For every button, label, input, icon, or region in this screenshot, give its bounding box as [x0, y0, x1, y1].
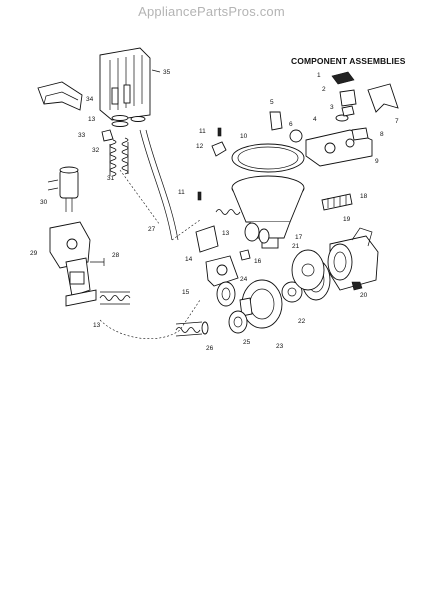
part-34-cover	[37, 81, 83, 111]
callout-11-top: 11	[199, 128, 206, 135]
callout-4: 4	[313, 116, 317, 123]
callout-10: 10	[240, 133, 248, 140]
callout-33: 33	[78, 132, 86, 139]
callout-9: 9	[375, 158, 379, 165]
callout-15: 15	[182, 289, 190, 296]
callout-13-bottom: 13	[93, 322, 101, 329]
callout-18: 18	[360, 193, 368, 200]
callout-13-center: 13	[222, 230, 230, 237]
callout-14: 14	[185, 256, 193, 263]
part-15-16-pump-parts	[205, 249, 251, 287]
watermark: AppliancePartsPros.com	[138, 4, 285, 19]
callout-11-mid: 11	[178, 189, 185, 196]
callout-27: 27	[148, 226, 156, 233]
callout-20: 20	[360, 292, 368, 299]
callout-29: 29	[30, 250, 38, 257]
callout-19: 19	[343, 216, 351, 223]
part-29-valve-body	[49, 221, 97, 307]
part-25-seal	[228, 310, 248, 334]
callout-7: 7	[395, 118, 399, 125]
callout-30: 30	[40, 199, 48, 206]
callout-16: 16	[254, 258, 262, 265]
part-13-orings	[111, 115, 146, 127]
callout-6: 6	[289, 121, 293, 128]
callout-3: 3	[330, 104, 334, 111]
part-19-motor	[327, 227, 379, 291]
callout-5: 5	[270, 99, 274, 106]
part-35-vent-cover	[99, 47, 161, 121]
callout-25: 25	[243, 339, 251, 346]
callout-34: 34	[86, 96, 94, 103]
part-20-nut	[351, 281, 363, 291]
part-24-coupling	[216, 281, 236, 307]
callout-2: 2	[322, 86, 326, 93]
part-27-tube	[139, 129, 173, 241]
part-13-center-fittings	[195, 209, 270, 253]
callout-24: 24	[240, 276, 248, 283]
part-26-hose	[175, 321, 209, 337]
part-21-housing-plate	[291, 249, 325, 291]
callout-23: 23	[276, 343, 284, 350]
part-30-valve	[47, 166, 79, 212]
callout-32: 32	[92, 147, 100, 154]
callout-31: 31	[107, 175, 115, 182]
callout-22: 22	[298, 318, 306, 325]
callout-1: 1	[317, 72, 321, 79]
callout-13-top: 13	[88, 116, 96, 123]
diagram-heading: COMPONENT ASSEMBLIES	[291, 56, 406, 66]
part-1-3-small-parts	[331, 71, 399, 141]
part-5-9-assembly	[269, 111, 373, 167]
callout-21: 21	[292, 243, 300, 250]
callout-35: 35	[163, 69, 171, 76]
part-23-pump-housing	[239, 279, 283, 329]
callout-8: 8	[380, 131, 384, 138]
callout-17: 17	[295, 234, 303, 241]
part-18-element	[321, 193, 353, 211]
part-31-32-hoses	[109, 137, 129, 177]
part-28-screw	[90, 258, 105, 266]
part-13-lower-hose	[99, 291, 131, 305]
callout-12: 12	[196, 143, 204, 150]
callout-28: 28	[112, 252, 120, 259]
part-33-clip	[101, 129, 114, 142]
callout-26: 26	[206, 345, 214, 352]
part-11-12-fasteners	[197, 127, 227, 201]
